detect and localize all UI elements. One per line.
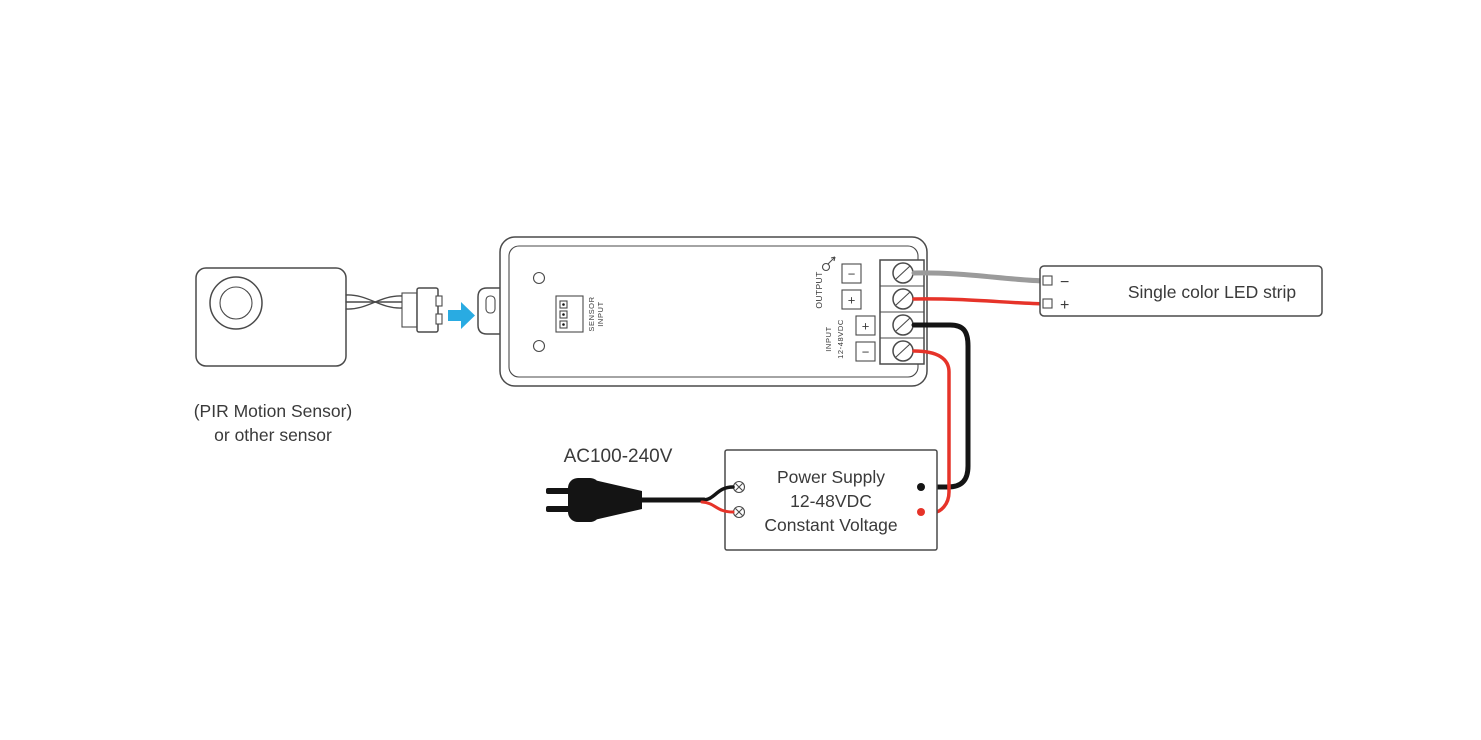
- output-minus-box: [841, 263, 862, 284]
- terminal-screw-4: [892, 340, 914, 362]
- led-strip: − + Single color LED strip: [1039, 265, 1323, 317]
- sensor-lens-inner: [219, 286, 253, 320]
- power-supply-line2: 12-48VDC: [790, 491, 872, 511]
- dc-terminal-red: [917, 508, 925, 516]
- sensor-input-port: [555, 295, 584, 333]
- sensor-input-label-2: INPUT: [596, 301, 605, 327]
- power-plug: [546, 478, 735, 522]
- pir-label-line1: (PIR Motion Sensor): [194, 401, 353, 421]
- terminal-screw-2: [892, 288, 914, 310]
- led-pad-positive: [1042, 298, 1053, 309]
- led-minus-label: −: [1060, 274, 1069, 291]
- terminal-screw-3: [892, 314, 914, 336]
- input-minus-label: −: [862, 345, 870, 360]
- input-minus-box: [855, 341, 876, 362]
- led-plus-label: +: [1060, 297, 1069, 314]
- power-supply-body: [724, 449, 938, 551]
- pir-label-line2: or other sensor: [214, 425, 332, 445]
- wire-input-black: [911, 322, 971, 490]
- power-supply-line3: Constant Voltage: [764, 515, 897, 535]
- sensor-cable: [345, 294, 403, 310]
- plug-taper: [594, 480, 642, 520]
- dimming-icon: [821, 256, 836, 272]
- screw-hole-bottom: [532, 339, 546, 353]
- wire-output-negative: [911, 270, 1049, 284]
- output-plus-label: +: [848, 293, 856, 308]
- wire-output-positive: [912, 297, 1048, 306]
- sensor-connector: [401, 287, 443, 333]
- wire-input-red: [912, 349, 951, 514]
- sensor-input-label-1: SENSOR: [587, 296, 596, 331]
- plug-prong-top: [546, 488, 572, 494]
- power-supply-line1: Power Supply: [777, 467, 885, 487]
- controller: SENSOR INPUT OUTPUT − + INPUT 12-48VDC +…: [477, 236, 928, 387]
- mounting-slot: [485, 295, 496, 314]
- pir-motion-sensor: [195, 267, 347, 367]
- dc-terminal-black: [917, 483, 925, 491]
- led-pad-negative: [1042, 275, 1053, 286]
- cord-branch-red: [700, 500, 735, 514]
- ac-terminal-1: [732, 480, 746, 494]
- input-voltage-label: 12-48VDC: [836, 319, 845, 359]
- screw-hole-top: [532, 271, 546, 285]
- output-plus-box: [841, 289, 862, 310]
- ac-terminal-2: [732, 505, 746, 519]
- input-label: INPUT: [824, 326, 833, 352]
- terminal-screw-1: [892, 262, 914, 284]
- ac-voltage-label: AC100-240V: [564, 446, 673, 467]
- plug-body: [568, 478, 600, 522]
- led-strip-body: [1039, 265, 1323, 317]
- plug-prong-bottom: [546, 506, 572, 512]
- input-plus-label: +: [862, 319, 870, 334]
- arrow-icon: [448, 302, 475, 329]
- input-plus-box: [855, 315, 876, 336]
- cord-branch-black: [700, 485, 735, 502]
- power-supply: Power Supply 12-48VDC Constant Voltage: [724, 449, 938, 551]
- led-strip-label: Single color LED strip: [1128, 282, 1296, 302]
- terminal-block: [879, 259, 925, 365]
- output-label: OUTPUT: [814, 271, 824, 308]
- output-minus-label: −: [848, 267, 856, 282]
